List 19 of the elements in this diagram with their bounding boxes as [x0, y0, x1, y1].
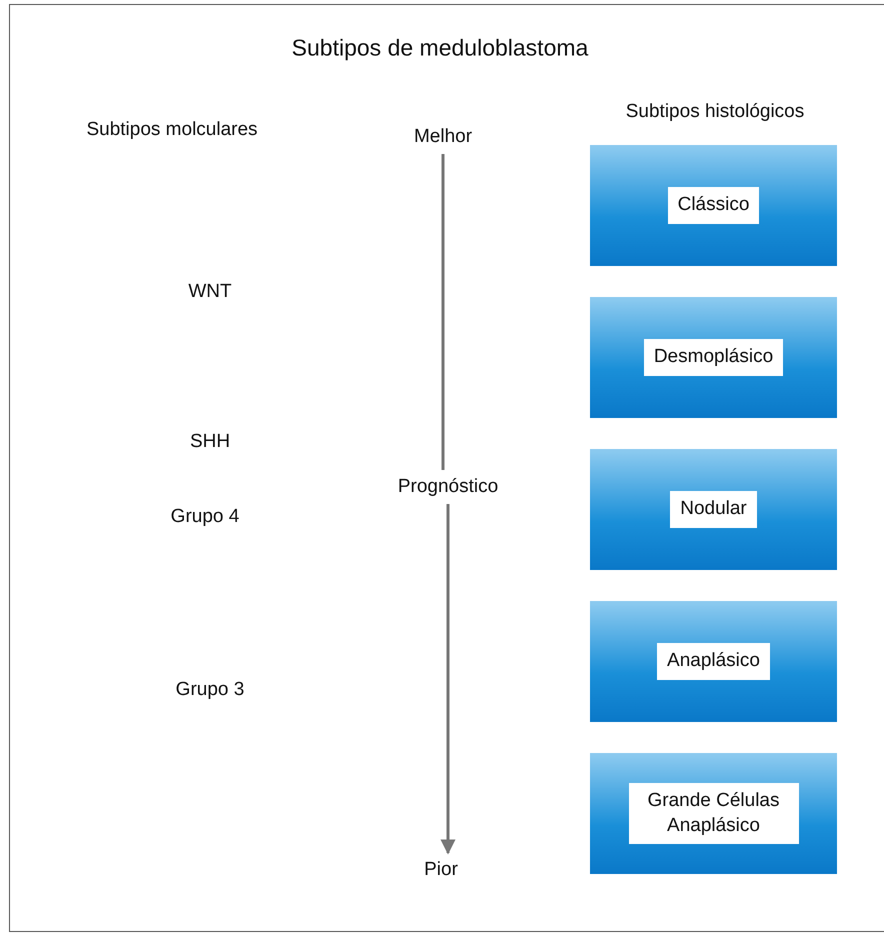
title: Subtipos de meduloblastoma — [292, 34, 588, 62]
histology-box — [590, 297, 837, 418]
box-label: Desmoplásico — [644, 339, 784, 376]
histology-box — [590, 449, 837, 570]
subtype-label: Grupo 4 — [170, 506, 240, 528]
column-heading: Subtipos molculares — [86, 119, 258, 141]
box-label: Anaplásico — [657, 643, 770, 680]
box-label: Clássico — [668, 187, 760, 224]
histology-box — [590, 601, 837, 722]
arrow — [440, 504, 456, 854]
histology-box — [590, 753, 837, 874]
histology-box — [590, 145, 837, 266]
subtype-label: WNT — [188, 281, 232, 303]
column-heading: Subtipos histológicos — [626, 101, 804, 123]
connector-line — [442, 154, 444, 470]
box-label: Grande Células Anaplásico — [628, 782, 798, 844]
subtype-label: SHH — [190, 431, 230, 453]
box-label: Nodular — [670, 491, 757, 528]
subtype-label: Grupo 3 — [176, 679, 244, 701]
